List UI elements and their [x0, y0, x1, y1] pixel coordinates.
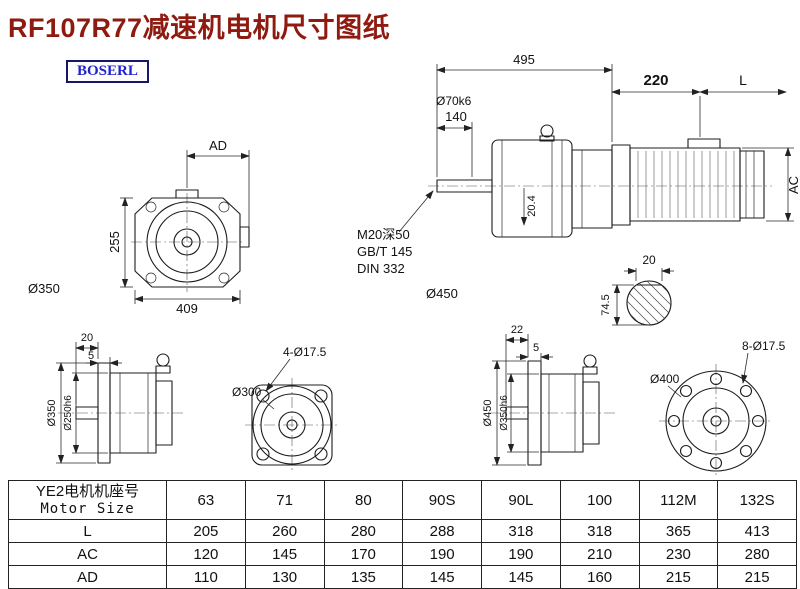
label-dia-400: Ø400	[650, 372, 680, 386]
table-cell: 318	[481, 519, 561, 543]
size-63: 63	[166, 480, 246, 520]
table-cell: 215	[638, 565, 719, 589]
dim-ac: AC	[786, 176, 800, 194]
row-label-ad: AD	[8, 565, 167, 589]
label-bolt-holes-4: 4-Ø17.5	[283, 345, 327, 359]
dim-220: 220	[643, 72, 668, 89]
table-cell: 280	[323, 519, 404, 543]
flange-300-front-view: 4-Ø17.5 Ø300	[232, 345, 339, 472]
label-dia-350: Ø350	[28, 281, 60, 296]
size-80: 80	[323, 480, 404, 520]
label-spigot-dia-350: Ø350h6	[499, 395, 510, 431]
table-cell: 205	[166, 519, 246, 543]
brand-logo: BOSERL	[66, 60, 149, 83]
flange-350-side-view: 20 5 Ø350 Ø250h6	[46, 332, 186, 464]
table-cell: 145	[244, 542, 325, 566]
dim-ad: AD	[209, 138, 227, 153]
motor-size-table: YE2电机机座号 Motor Size 63 71 80 90S 90L 100…	[8, 480, 797, 589]
table-cell: 280	[717, 542, 797, 566]
dim-140: 140	[445, 109, 467, 124]
tap-spec-line1: M20深50	[357, 227, 410, 242]
dim-20-4: 20.4	[526, 195, 538, 216]
size-90l: 90L	[481, 480, 561, 520]
table-cell: 160	[559, 565, 640, 589]
dim-409: 409	[176, 301, 198, 316]
size-71: 71	[244, 480, 325, 520]
table-cell: 170	[323, 542, 404, 566]
table-cell: 110	[166, 565, 246, 589]
dimension-drawing: AD 255 409 Ø350 495 140 Ø70k6	[28, 52, 800, 476]
label-dia-300: Ø300	[232, 385, 262, 399]
dim-motor-length: L	[739, 72, 747, 88]
size-132s: 132S	[717, 480, 797, 520]
table-cell: 145	[402, 565, 482, 589]
table-cell: 288	[402, 519, 482, 543]
label-dia-450: Ø450	[426, 286, 458, 301]
dim-stub-22: 22	[511, 324, 523, 336]
dim-thk-5-large: 5	[533, 342, 539, 354]
size-90s: 90S	[402, 480, 482, 520]
flange-450-side-view: 22 5 Ø450 Ø350h6	[482, 324, 616, 466]
table-cell: 190	[402, 542, 482, 566]
table-row-ac: AC 120 145 170 190 190 210 230 280	[8, 542, 797, 566]
table-cell: 215	[717, 565, 797, 589]
table-cell: 130	[244, 565, 325, 589]
label-flange-dia-350: Ø350	[46, 400, 58, 427]
tap-spec-line2: GB/T 145	[357, 244, 412, 259]
table-cell: 318	[559, 519, 640, 543]
table-row-ad: AD 110 130 135 145 145 160 215 215	[8, 565, 797, 589]
table-cell: 210	[559, 542, 640, 566]
table-cell: 365	[638, 519, 719, 543]
row-label-ac: AC	[8, 542, 167, 566]
table-header-row: YE2电机机座号 Motor Size 63 71 80 90S 90L 100…	[8, 480, 797, 520]
table-header-cn: YE2电机机座号	[35, 482, 140, 500]
reducer-motor-side-view: 495 140 Ø70k6 220 L AC 20.4 M20深50 GB/T …	[357, 52, 800, 326]
dim-stub-20: 20	[81, 332, 93, 344]
table-cell: 260	[244, 519, 325, 543]
label-spigot-dia-250: Ø250h6	[63, 395, 74, 431]
row-label-l: L	[8, 519, 167, 543]
table-cell: 413	[717, 519, 797, 543]
dim-thk-5: 5	[88, 350, 94, 362]
tap-spec-line3: DIN 332	[357, 261, 405, 276]
table-cell: 230	[638, 542, 719, 566]
label-shaft-dia: Ø70k6	[436, 94, 472, 108]
table-cell: 190	[481, 542, 561, 566]
dim-key-width: 20	[642, 253, 656, 267]
table-cell: 145	[481, 565, 561, 589]
label-bolt-holes-8: 8-Ø17.5	[742, 339, 786, 353]
table-header-en: Motor Size	[40, 500, 135, 517]
page-title: RF107R77减速机电机尺寸图纸	[8, 13, 391, 43]
size-100: 100	[559, 480, 640, 520]
dim-255: 255	[107, 231, 122, 253]
table-cell: 135	[323, 565, 404, 589]
flange-400-front-view: Ø400 8-Ø17.5	[650, 339, 786, 476]
size-112m: 112M	[638, 480, 719, 520]
table-row-l: L 205 260 280 288 318 318 365 413	[8, 519, 797, 543]
table-cell: 120	[166, 542, 246, 566]
label-flange-dia-450: Ø450	[482, 400, 494, 427]
dim-74-5: 74.5	[600, 294, 612, 315]
gearbox-front-view: AD 255 409 Ø350	[28, 138, 250, 316]
dim-495: 495	[513, 52, 535, 67]
table-header-cell: YE2电机机座号 Motor Size	[8, 480, 167, 520]
